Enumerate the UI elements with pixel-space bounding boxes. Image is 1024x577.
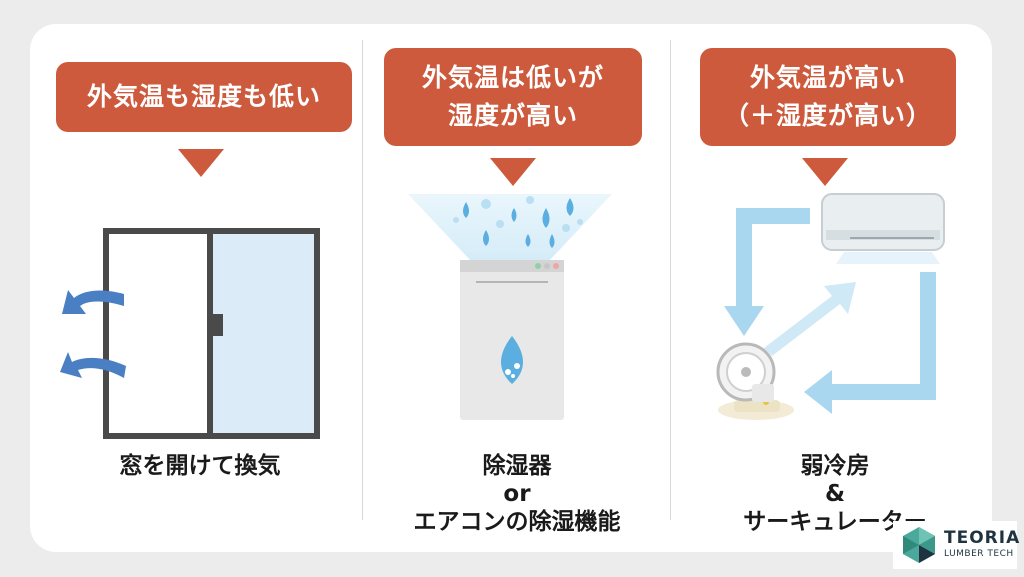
dehumidifier-icon (408, 194, 612, 420)
caption-panel-2-line-1: 除湿器 (482, 453, 552, 479)
callout-panel-2-arrow (490, 158, 536, 186)
airflow-arrows (724, 208, 936, 414)
divider-2 (670, 40, 671, 520)
callout-panel-3: 外気温が高い （＋湿度が高い） (700, 48, 956, 146)
callout-panel-1-arrow (178, 149, 224, 177)
caption-panel-1-line-1: 窓を開けて換気 (119, 453, 281, 479)
teoria-logo: TEORIA LUMBER TECH (893, 521, 1021, 569)
caption-panel-2-line-2: or (503, 481, 531, 507)
caption-panel-2-line-3: エアコンの除湿機能 (413, 509, 621, 535)
callout-panel-2-line-2: 湿度が高い (447, 101, 578, 130)
callout-panel-3-arrow (802, 158, 848, 186)
logo-mark-icon (903, 527, 935, 563)
callout-panel-3-line-1: 外気温が高い (749, 63, 906, 92)
aircon-circulator-icon (716, 193, 945, 420)
callout-panel-2-line-1: 外気温は低いが (421, 63, 604, 92)
logo-main-text: TEORIA (944, 528, 1021, 548)
callout-panel-1: 外気温も湿度も低い (56, 62, 352, 132)
divider-1 (362, 40, 363, 520)
callout-panel-3-line-2: （＋湿度が高い） (723, 101, 932, 130)
caption-panel-1: 窓を開けて換気 (40, 452, 360, 480)
caption-panel-3-line-2: & (824, 481, 846, 507)
water-drops (463, 198, 574, 248)
callout-panel-2: 外気温は低いが 湿度が高い (384, 48, 642, 146)
wind-arrow-upper (62, 290, 124, 314)
caption-panel-3-line-1: 弱冷房 (800, 453, 870, 479)
wind-arrow-lower (60, 352, 126, 378)
logo-sub-text: LUMBER TECH (944, 549, 1014, 559)
callout-panel-1-line-1: 外気温も湿度も低い (86, 82, 321, 111)
caption-panel-2: 除湿器 or エアコンの除湿機能 (372, 452, 662, 536)
window-icon (60, 228, 320, 439)
